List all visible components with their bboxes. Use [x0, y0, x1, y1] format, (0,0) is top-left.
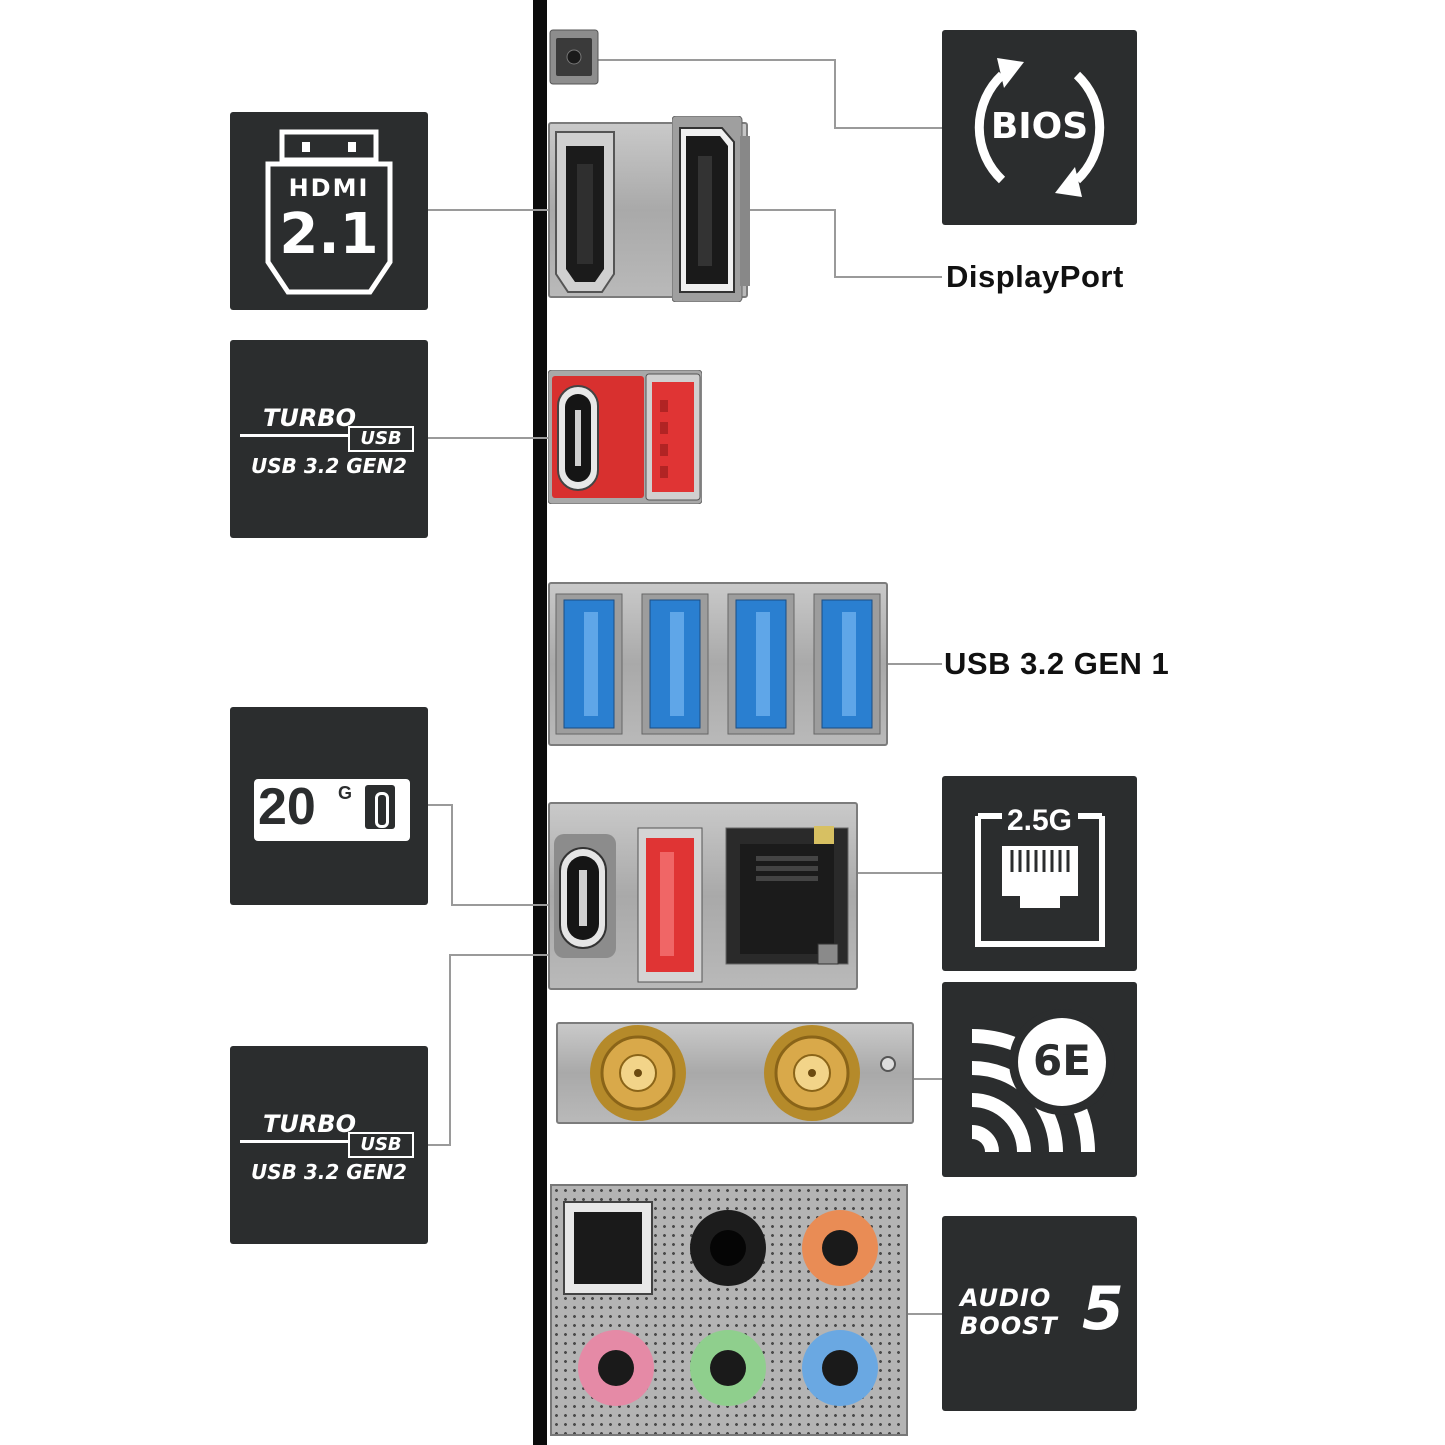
- bios-flashback-badge: BIOS: [942, 30, 1137, 225]
- boost-text: BOOST: [960, 1312, 1058, 1340]
- usb-20g-unit: G: [338, 783, 353, 803]
- boost-number: 5: [1082, 1274, 1124, 1344]
- usb-20g-value: 20: [258, 778, 316, 836]
- hdmi-badge: HDMI 2.1: [230, 112, 428, 310]
- wifi-antenna-plate: [556, 1022, 914, 1124]
- bios-flashback-button: [548, 28, 600, 86]
- displayport-label: DisplayPort: [946, 259, 1124, 294]
- turbo-usb-badge-bottom: TURBO USB USB 3.2 GEN2: [230, 1046, 428, 1244]
- usb-tag: USB: [348, 1132, 414, 1158]
- usb-lan-ports-plate: [548, 802, 858, 990]
- usb-gen2-text: USB 3.2 GEN2: [251, 1160, 407, 1184]
- lan-speed-text: 2.5G: [1006, 804, 1073, 837]
- turbo-text: TURBO: [262, 404, 356, 432]
- turbo-text: TURBO: [262, 1110, 356, 1138]
- usb-gen1-ports-plate: [548, 582, 888, 746]
- turbo-usb-ports-top: [547, 369, 703, 505]
- turbo-usb-badge-top: TURBO USB USB 3.2 GEN2: [230, 340, 428, 538]
- audio-boost-badge: AUDIO BOOST 5: [942, 1216, 1137, 1411]
- usb-tag: USB: [348, 426, 414, 452]
- wifi-6e-text: 6E: [1033, 1036, 1091, 1085]
- hdmi-logo-text: HDMI: [288, 174, 370, 202]
- io-shield-edge: [533, 0, 547, 1445]
- hdmi-port: [555, 131, 615, 293]
- wifi-6e-badge: 6E: [942, 982, 1137, 1177]
- audio-jacks-plate: [550, 1184, 908, 1436]
- audio-text: AUDIO: [960, 1284, 1052, 1312]
- bios-text: BIOS: [990, 106, 1089, 147]
- usb-gen2-text: USB 3.2 GEN2: [251, 454, 407, 478]
- displayport-port: [671, 115, 752, 303]
- usb-20g-badge: 20 G: [230, 707, 428, 905]
- usb-gen1-label: USB 3.2 GEN 1: [944, 646, 1170, 681]
- lan-2-5g-badge: 2.5G: [942, 776, 1137, 971]
- hdmi-version-text: 2.1: [279, 202, 379, 267]
